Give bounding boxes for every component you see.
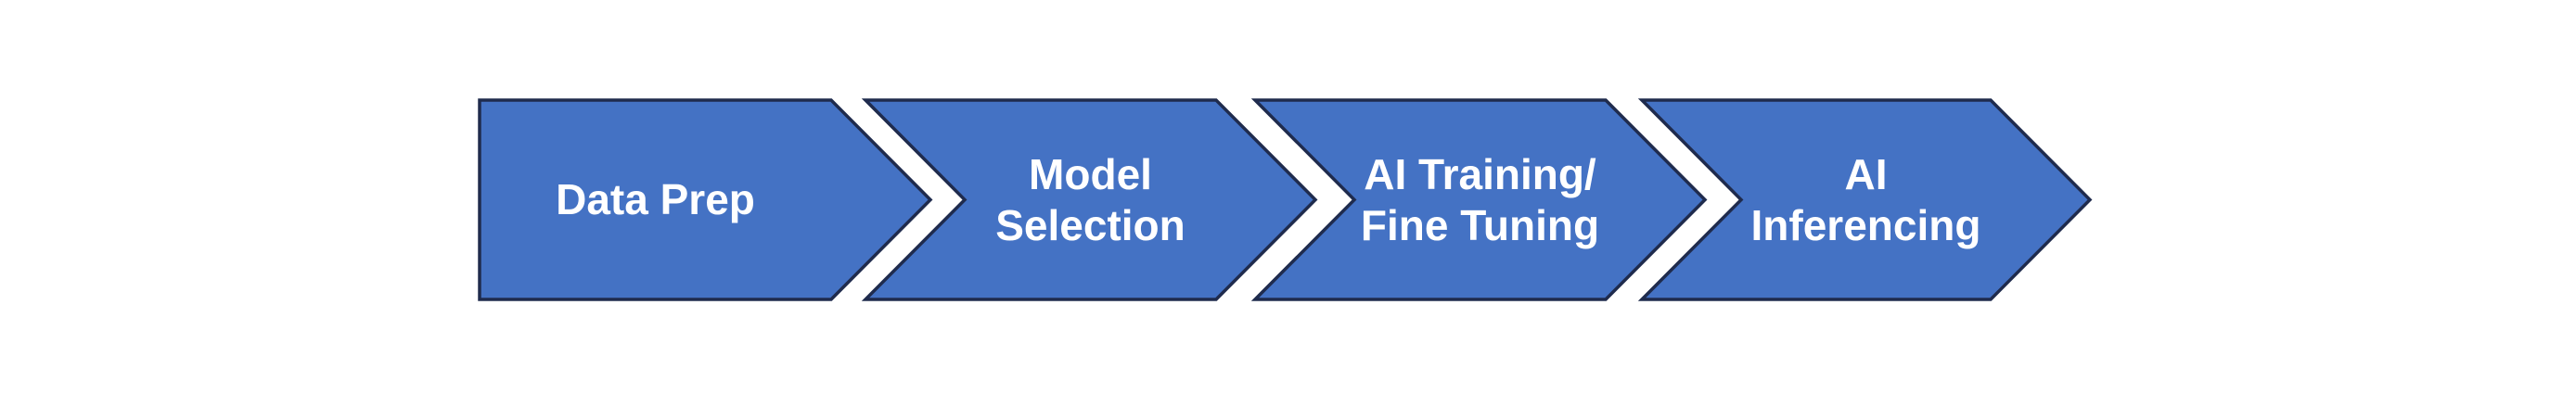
step-label-ai-inferencing: AI Inferencing: [1750, 149, 1981, 249]
chevron-shape-ai-inferencing: [1637, 98, 2093, 301]
chevron-shape-data-prep: [478, 98, 933, 301]
step-label-ai-training-fine-tuning: AI Training/ Fine Tuning: [1360, 149, 1600, 249]
chevron-shape-ai-training: [1250, 98, 1708, 301]
step-label-model-selection: Model Selection: [995, 149, 1185, 249]
chevron-shape-model-selection: [861, 98, 1318, 301]
step-label-data-prep: Data Prep: [556, 175, 755, 223]
